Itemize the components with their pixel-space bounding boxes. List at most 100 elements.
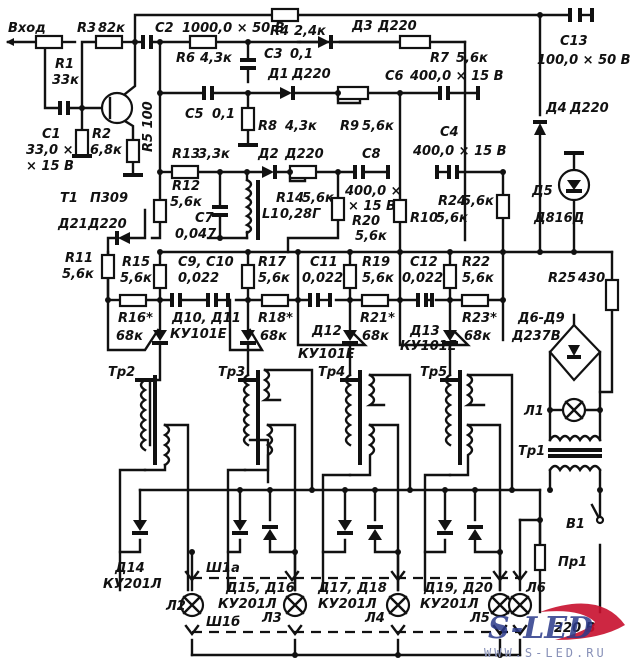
label-r3-value: 82к: [98, 21, 126, 36]
thyristor-d13: [443, 330, 457, 341]
transformer-tr2: [139, 378, 148, 452]
label-r2-ref: R2: [92, 127, 111, 142]
label-d17d18-ref: Д17, Д18: [317, 581, 387, 596]
label-d12-value: КУ101Е: [298, 347, 355, 362]
capacitors: [58, 8, 594, 382]
label-r24-ref: R24: [438, 194, 466, 209]
label-c11-ref: C11: [310, 255, 338, 270]
label-r20-ref: R20: [352, 214, 380, 229]
input-arrow-icon: [6, 38, 14, 46]
label-d21-ref: Д21: [57, 217, 88, 232]
label-d5-ref: Д5: [531, 184, 553, 199]
diode-d3: [318, 36, 330, 48]
watermark-url: WWW.S-LED.RU: [484, 646, 607, 660]
label-d14-value: КУ201Л: [103, 577, 162, 592]
transformer-tr1: [548, 434, 602, 443]
label-c4-ref: C4: [440, 125, 459, 140]
label-r1-ref: R1: [55, 57, 74, 72]
resistor-r19: [342, 263, 358, 290]
label-d10d11-value: КУ101Е: [170, 327, 227, 342]
resistor-r16: [118, 293, 148, 308]
diode-d21: [118, 232, 130, 244]
thyristors: [132, 330, 483, 540]
label-lamp-l4: Л4: [364, 611, 385, 626]
thyristor-d20: [468, 529, 482, 540]
label-c1-value: 33,0 ×: [26, 143, 74, 158]
label-r19-value: 5,6к: [362, 271, 395, 286]
label-tr4: Тр4: [318, 365, 345, 380]
transformer-tr5: [444, 373, 453, 447]
resistor-r9: [336, 85, 370, 101]
label-c6-value: 400,0 × 15 В: [409, 69, 504, 84]
resistor-r2: [74, 128, 90, 158]
label-r22-ref: R22: [462, 255, 490, 270]
label-d14-ref: Д14: [114, 561, 145, 576]
resistor-r18: [260, 293, 290, 308]
label-c1-value2: × 15 В: [26, 159, 74, 174]
watermark-logo: S-LED: [488, 611, 593, 646]
label-tr3: Тр3: [218, 365, 245, 380]
label-d3-value: Д220: [377, 19, 417, 34]
label-c8-value2: × 15 В: [348, 199, 396, 214]
label-r15-value: 5,6к: [120, 271, 153, 286]
label-r9-ref: R9: [340, 119, 359, 134]
label-r17-ref: R17: [258, 255, 287, 270]
label-lamp-l5: Л5: [469, 611, 490, 626]
diode-d1: [280, 87, 292, 99]
label-r9-value: 5,6к: [362, 119, 395, 134]
label-d13-ref: Д13: [409, 324, 440, 339]
label-c8-ref: C8: [362, 147, 381, 162]
label-c5-ref: C5: [185, 107, 204, 122]
label-tr2: Тр2: [108, 365, 135, 380]
label-d4-value: Д220: [569, 101, 609, 116]
label-r22-value: 5,6к: [462, 271, 495, 286]
label-d19d20-ref: Д19, Д20: [423, 581, 493, 596]
label-tr5: Тр5: [420, 365, 447, 380]
label-r12-value: 5,6к: [170, 195, 203, 210]
resistor-r4: [270, 7, 300, 23]
label-d6d9-ref: Д6-Д9: [517, 311, 565, 326]
label-r11-value: 5,6к: [62, 267, 95, 282]
label-d10d11-ref: Д10, Д11: [171, 311, 241, 326]
label-d3-ref: Д3: [351, 19, 373, 34]
lamp-l1: [561, 397, 587, 423]
label-sh1a: Ш1а: [206, 561, 240, 576]
transistor-t1: [100, 91, 134, 125]
label-c6-ref: C6: [385, 69, 404, 84]
resistor-r6: [188, 34, 218, 50]
lamp-l4: [385, 592, 411, 618]
thyristor-d16: [263, 529, 277, 540]
label-r16-ref: R16*: [118, 311, 153, 326]
resistor-r24: [495, 193, 511, 220]
label-r23-ref: R23*: [462, 311, 497, 326]
thyristor-d17: [338, 520, 352, 531]
label-c7-value: 0,047: [175, 227, 217, 242]
label-r16-value: 68к: [116, 329, 144, 344]
label-d1-value: Д220: [291, 67, 331, 82]
labels: Вход R3 82к R1 33к C1 33,0 × × 15 В R2 6…: [8, 19, 630, 636]
label-c5-value: 0,1: [212, 107, 235, 122]
label-r12-ref: R12: [172, 179, 200, 194]
label-c9c10-value: 0,022: [178, 271, 219, 286]
label-l1-ref: L1: [262, 207, 279, 222]
label-r15-ref: R15: [122, 255, 150, 270]
label-r14-value: 5,6к: [302, 191, 335, 206]
label-r24-value: 5,6к: [462, 194, 495, 209]
label-c9c10-ref: C9, C10: [178, 255, 234, 270]
label-c2-value: 1000,0 × 50 В: [182, 21, 285, 36]
thyristor-d14: [133, 520, 147, 531]
label-tr1: Тр1: [518, 444, 545, 459]
label-r25-value: 430: [577, 271, 605, 286]
resistor-r10: [392, 198, 408, 224]
label-c13-ref: C13: [560, 34, 588, 49]
label-r6-ref: R6: [176, 51, 195, 66]
label-r3-ref: R3: [77, 21, 96, 36]
resistor-r3: [94, 34, 124, 50]
junction-dots: [79, 12, 603, 658]
resistor-r20: [330, 196, 346, 222]
diodes: [115, 35, 602, 382]
label-c1-ref: C1: [42, 127, 61, 142]
label-d19d20-value: КУ201Л: [420, 597, 479, 612]
label-r4-value: 2,4к: [294, 24, 327, 39]
